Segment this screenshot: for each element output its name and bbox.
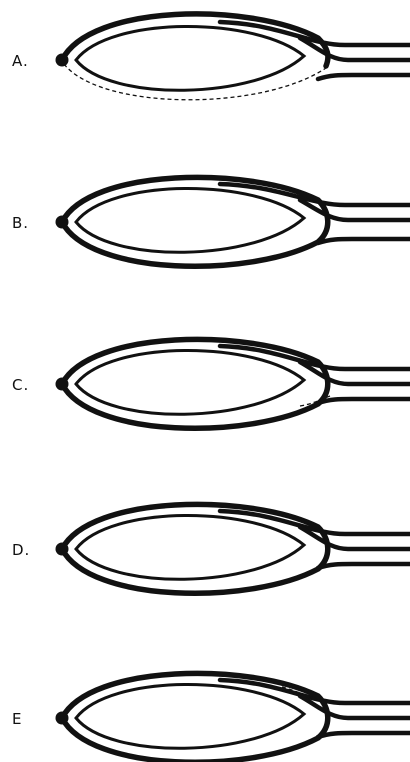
tube-line xyxy=(318,239,410,243)
panel-label: C. xyxy=(12,376,29,394)
stippled-lens xyxy=(76,684,304,748)
tube-line xyxy=(318,399,410,403)
tip-knob xyxy=(56,216,69,229)
panel-label: E xyxy=(12,710,22,728)
panel-label: B. xyxy=(12,214,29,232)
tube-line xyxy=(318,75,410,79)
stippled-lens xyxy=(76,515,304,579)
panel-3: C. xyxy=(12,339,410,428)
stippled-lens xyxy=(76,188,304,252)
tube-line xyxy=(318,733,410,737)
stippled-lens xyxy=(76,350,304,414)
stippled-lens xyxy=(76,26,304,90)
tip-knob xyxy=(56,543,69,556)
tube-line xyxy=(318,564,410,568)
panel-label: D. xyxy=(12,541,30,559)
panel-2: B. xyxy=(12,177,410,266)
panel-5: E xyxy=(12,673,410,762)
tip-knob xyxy=(56,378,69,391)
tip-knob xyxy=(56,712,69,725)
tip-knob xyxy=(56,54,69,67)
panel-4: D. xyxy=(12,504,410,593)
panel-1: A. xyxy=(12,14,410,100)
panel-label: A. xyxy=(12,52,29,70)
